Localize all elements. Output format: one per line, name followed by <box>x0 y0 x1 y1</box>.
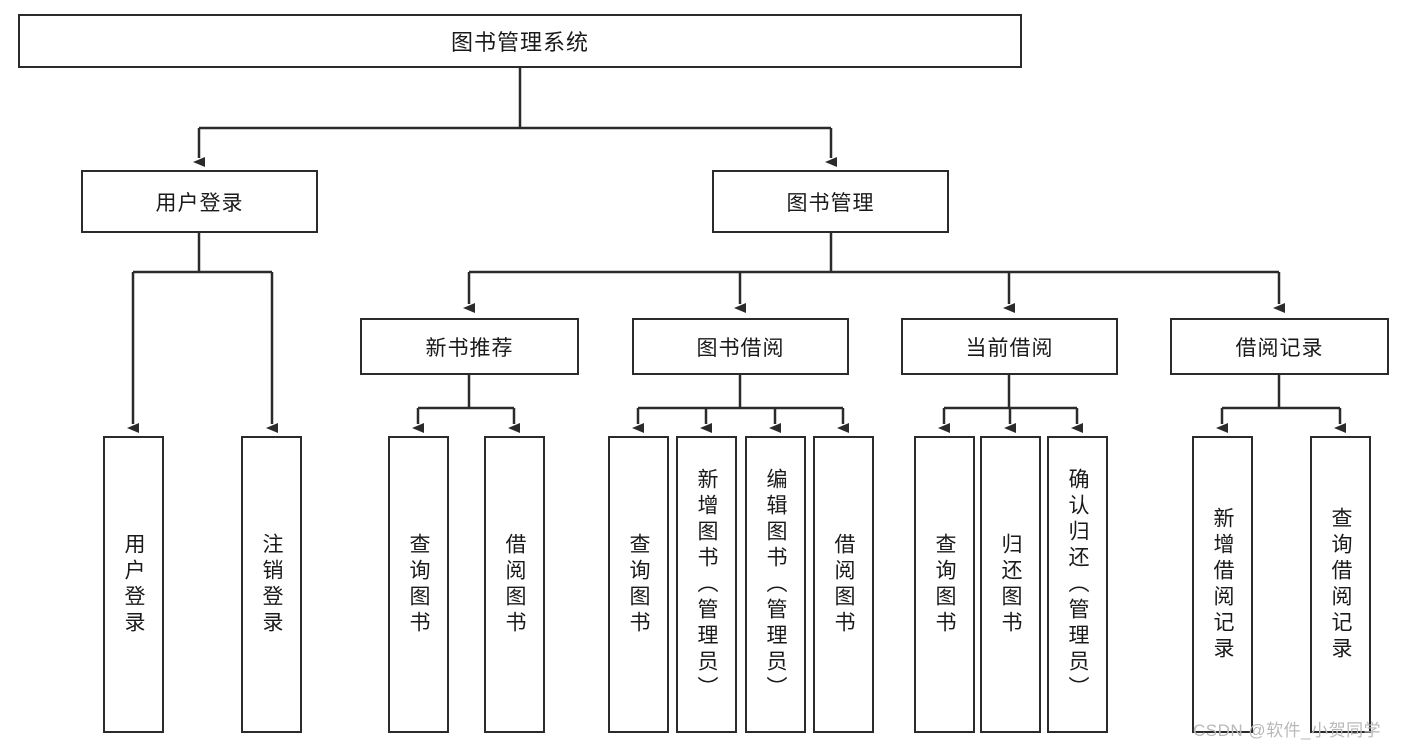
leaf-user-login-1[interactable]: 用户登录 <box>103 436 164 733</box>
node-new-book-recommend-label: 新书推荐 <box>425 336 514 360</box>
leaf-borrow-record-2[interactable]: 查询借阅记录 <box>1310 436 1371 733</box>
node-borrow-record[interactable]: 借阅记录 <box>1170 318 1389 375</box>
node-new-book-recommend[interactable]: 新书推荐 <box>360 318 579 375</box>
leaf-book-borrow-3[interactable]: 编辑图书（管理员） <box>745 436 806 733</box>
node-book-borrow[interactable]: 图书借阅 <box>632 318 849 375</box>
leaf-book-borrow-2[interactable]: 新增图书（管理员） <box>676 436 737 733</box>
node-book-borrow-label: 图书借阅 <box>696 336 785 360</box>
leaf-book-borrow-3-label: 编辑图书（管理员） <box>764 467 787 702</box>
leaf-borrow-record-1[interactable]: 新增借阅记录 <box>1192 436 1253 733</box>
leaf-book-borrow-1-label: 查询图书 <box>627 532 650 637</box>
leaf-new-book-recommend-1-label: 查询图书 <box>407 532 430 637</box>
leaf-current-borrow-1[interactable]: 查询图书 <box>914 436 975 733</box>
leaf-current-borrow-2-label: 归还图书 <box>999 532 1022 637</box>
leaf-new-book-recommend-2[interactable]: 借阅图书 <box>484 436 545 733</box>
leaf-new-book-recommend-2-label: 借阅图书 <box>503 532 526 637</box>
node-user-login-label: 用户登录 <box>155 191 244 215</box>
leaf-book-borrow-1[interactable]: 查询图书 <box>608 436 669 733</box>
leaf-user-login-2[interactable]: 注销登录 <box>241 436 302 733</box>
leaf-book-borrow-2-label: 新增图书（管理员） <box>695 467 718 702</box>
leaf-current-borrow-1-label: 查询图书 <box>933 532 956 637</box>
node-book-management-label: 图书管理 <box>786 191 875 215</box>
node-borrow-record-label: 借阅记录 <box>1235 336 1324 360</box>
leaf-borrow-record-2-label: 查询借阅记录 <box>1329 506 1352 663</box>
leaf-user-login-2-label: 注销登录 <box>260 532 283 637</box>
leaf-current-borrow-3-label: 确认归还（管理员） <box>1066 467 1089 702</box>
leaf-book-borrow-4[interactable]: 借阅图书 <box>813 436 874 733</box>
csdn-watermark: CSDN @软件_小贺同学 <box>1193 721 1382 740</box>
leaf-new-book-recommend-1[interactable]: 查询图书 <box>388 436 449 733</box>
node-root-label: 图书管理系统 <box>450 30 589 55</box>
leaf-book-borrow-4-label: 借阅图书 <box>832 532 855 637</box>
node-book-management[interactable]: 图书管理 <box>712 170 949 233</box>
leaf-current-borrow-3[interactable]: 确认归还（管理员） <box>1047 436 1108 733</box>
node-user-login[interactable]: 用户登录 <box>81 170 318 233</box>
node-current-borrow[interactable]: 当前借阅 <box>901 318 1118 375</box>
leaf-borrow-record-1-label: 新增借阅记录 <box>1211 506 1234 663</box>
leaf-user-login-1-label: 用户登录 <box>122 532 145 637</box>
leaf-current-borrow-2[interactable]: 归还图书 <box>980 436 1041 733</box>
node-current-borrow-label: 当前借阅 <box>965 336 1054 360</box>
node-root-book-management-system[interactable]: 图书管理系统 <box>18 14 1022 68</box>
